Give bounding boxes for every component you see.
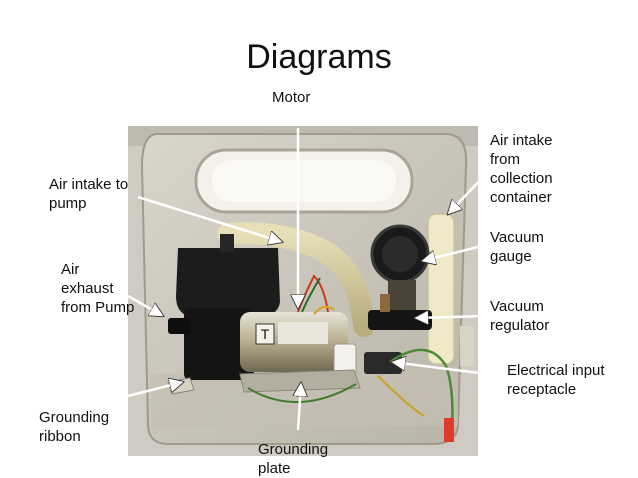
label-motor: Motor [272, 89, 311, 106]
device-photo: T [128, 126, 478, 456]
label-electrical-receptacle: Electrical input receptacle [507, 362, 605, 398]
page-title: Diagrams [246, 38, 392, 76]
receptacle [364, 352, 402, 374]
pump-top [176, 248, 280, 318]
vacuum-regulator-block [368, 310, 432, 330]
exhaust-port [168, 318, 190, 334]
gauge-mount [388, 280, 416, 310]
label-air-intake-to-pump: Air intake to pump [49, 176, 129, 212]
label-air-exhaust: Air exhaust from Pump [61, 261, 135, 316]
motor-sticker-text: T [261, 326, 270, 342]
label-grounding-plate: Grounding plate [258, 441, 329, 477]
red-terminal [444, 418, 454, 442]
label-air-intake-from-container: Air intake from collection container [490, 132, 553, 206]
connector [333, 343, 357, 375]
pump-body [184, 308, 254, 380]
label-grounding-ribbon: Grounding ribbon [39, 409, 110, 445]
intake-cylinder [427, 213, 455, 365]
intake-port [220, 234, 234, 252]
label-vacuum-gauge: Vacuum gauge [490, 229, 544, 265]
grounding-plate-metal [239, 369, 361, 393]
label-vacuum-regulator: Vacuum regulator [490, 298, 550, 334]
